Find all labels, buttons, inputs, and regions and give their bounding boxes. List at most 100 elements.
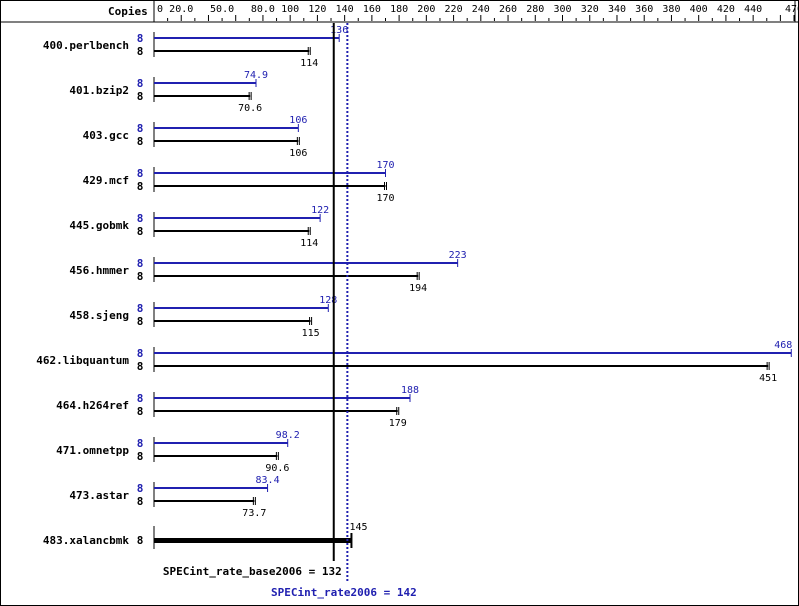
base-copies-label: 8 xyxy=(137,360,144,373)
benchmark-name: 471.omnetpp xyxy=(56,444,129,457)
tick-label: 340 xyxy=(608,4,626,15)
tick-label: 440 xyxy=(744,4,762,15)
combined-bar xyxy=(154,538,352,543)
tick-label: 420 xyxy=(717,4,735,15)
tick-label: 400 xyxy=(690,4,708,15)
tick-label: 380 xyxy=(662,4,680,15)
base-bar xyxy=(154,455,278,457)
peak-value-label: 128 xyxy=(319,295,337,306)
base-bar xyxy=(154,50,310,52)
base-copies-label: 8 xyxy=(137,135,144,148)
tick-label: 180 xyxy=(390,4,408,15)
benchmark-name: 403.gcc xyxy=(83,129,129,142)
base-bar xyxy=(154,230,310,232)
benchmark-name: 456.hmmer xyxy=(69,264,129,277)
benchmark-name: 473.astar xyxy=(69,489,129,502)
peak-copies-label: 8 xyxy=(137,437,144,450)
peak-value-label: 170 xyxy=(376,160,394,171)
peak-copies-label: 8 xyxy=(137,302,144,315)
base-bar xyxy=(154,275,419,277)
base-copies-label: 8 xyxy=(137,225,144,238)
tick-label: 360 xyxy=(635,4,653,15)
peak-value-label: 468 xyxy=(774,340,792,351)
base-copies-label: 8 xyxy=(137,90,144,103)
peak-value-label: 74.9 xyxy=(244,70,268,81)
base-value-label: 73.7 xyxy=(242,508,266,519)
tick-label: 220 xyxy=(445,4,463,15)
peak-copies-label: 8 xyxy=(137,482,144,495)
peak-bar xyxy=(154,127,299,129)
base-bar xyxy=(154,140,299,142)
base-value-label: 170 xyxy=(376,193,394,204)
copies-label: 8 xyxy=(137,534,144,547)
benchmark-name: 401.bzip2 xyxy=(69,84,129,97)
peak-copies-label: 8 xyxy=(137,392,144,405)
tick-label: 320 xyxy=(581,4,599,15)
peak-bar xyxy=(154,82,256,84)
tick-label: 300 xyxy=(553,4,571,15)
peak-copies-label: 8 xyxy=(137,257,144,270)
base-value-label: 179 xyxy=(389,418,407,429)
peak-value-label: 223 xyxy=(449,250,467,261)
peak-copies-label: 8 xyxy=(137,167,144,180)
peak-bar xyxy=(154,487,268,489)
base-copies-label: 8 xyxy=(137,45,144,58)
base-copies-label: 8 xyxy=(137,405,144,418)
peak-bar xyxy=(154,307,329,309)
tick-label: 240 xyxy=(472,4,490,15)
peak-value-label: 98.2 xyxy=(276,430,300,441)
tick-label: 260 xyxy=(499,4,517,15)
tick-label: 280 xyxy=(526,4,544,15)
combined-value-label: 145 xyxy=(349,522,367,533)
base-bar xyxy=(154,320,311,322)
tick-label: 140 xyxy=(336,4,354,15)
benchmark-name: 483.xalancbmk xyxy=(43,534,129,547)
tick-label: 100 xyxy=(281,4,299,15)
peak-value-label: 122 xyxy=(311,205,329,216)
base-bar xyxy=(154,410,398,412)
peak-bar xyxy=(154,442,288,444)
base-copies-label: 8 xyxy=(137,315,144,328)
tick-label: 20.0 xyxy=(169,4,193,15)
axis-label: Copies xyxy=(108,5,148,18)
tick-label: 200 xyxy=(417,4,435,15)
tick-label: 160 xyxy=(363,4,381,15)
base-value-label: 194 xyxy=(409,283,427,294)
tick-label: 120 xyxy=(308,4,326,15)
base-value-label: 90.6 xyxy=(265,463,289,474)
base-value-label: 106 xyxy=(289,148,307,159)
benchmark-name: 458.sjeng xyxy=(69,309,129,322)
peak-value-label: 83.4 xyxy=(256,475,280,486)
peak-value-label: 136 xyxy=(330,25,348,36)
base-copies-label: 8 xyxy=(137,495,144,508)
base-bar xyxy=(154,500,255,502)
peak-value-label: 106 xyxy=(289,115,307,126)
peak-bar xyxy=(154,352,792,354)
base-copies-label: 8 xyxy=(137,180,144,193)
benchmark-name: 445.gobmk xyxy=(69,219,129,232)
benchmark-name: 400.perlbench xyxy=(43,39,129,52)
base-mean-label: SPECint_rate_base2006 = 132 xyxy=(163,565,342,578)
base-value-label: 115 xyxy=(302,328,320,339)
tick-label: 470 xyxy=(785,4,798,15)
peak-bar xyxy=(154,262,458,264)
base-value-label: 114 xyxy=(300,58,318,69)
tick-label: 80.0 xyxy=(251,4,275,15)
base-value-label: 114 xyxy=(300,238,318,249)
peak-bar xyxy=(154,37,340,39)
tick-label: 0 xyxy=(157,4,163,15)
base-copies-label: 8 xyxy=(137,270,144,283)
peak-copies-label: 8 xyxy=(137,77,144,90)
base-copies-label: 8 xyxy=(137,450,144,463)
peak-copies-label: 8 xyxy=(137,122,144,135)
base-bar xyxy=(154,95,251,97)
benchmark-name: 464.h264ref xyxy=(56,399,129,412)
peak-bar xyxy=(154,217,321,219)
base-value-label: 70.6 xyxy=(238,103,262,114)
peak-bar xyxy=(154,397,410,399)
peak-copies-label: 8 xyxy=(137,347,144,360)
base-value-label: 451 xyxy=(759,373,777,384)
base-bar xyxy=(154,365,769,367)
